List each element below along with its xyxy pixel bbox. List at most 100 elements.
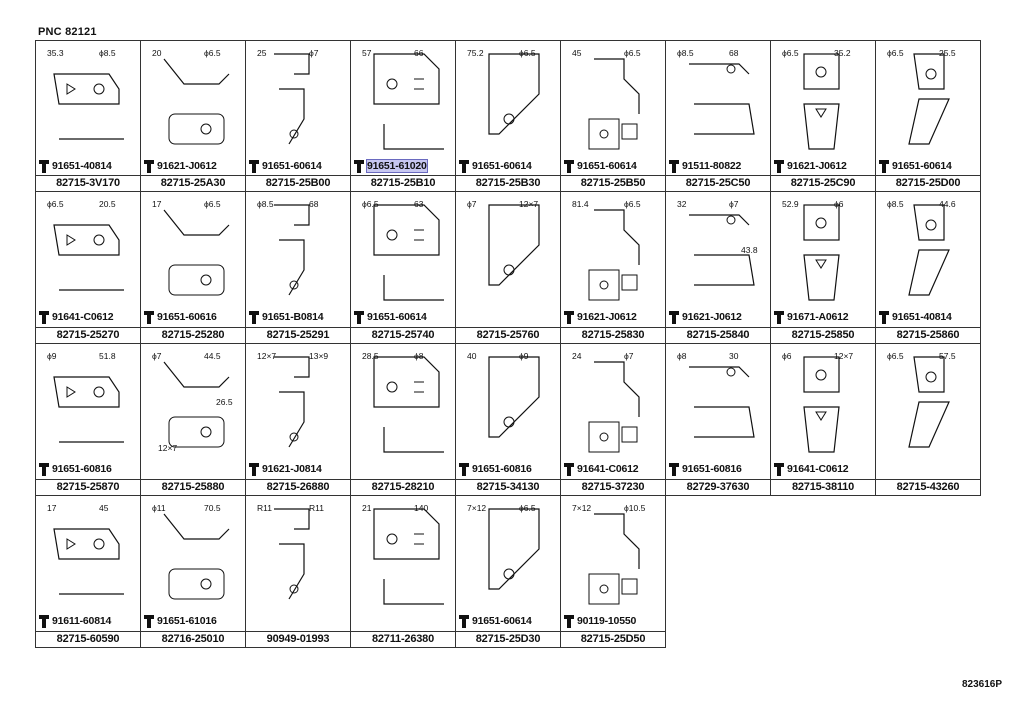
bolt-part-number[interactable]: 91641-C0612: [577, 463, 639, 475]
bolt-part-number[interactable]: 91621-J0612: [682, 311, 742, 323]
part-number[interactable]: 82715-25B30: [456, 175, 560, 191]
bolt-callout[interactable]: 91651-60616: [144, 310, 217, 324]
bolt-callout[interactable]: 91651-60816: [459, 462, 532, 476]
bolt-callout[interactable]: 91651-40814: [39, 159, 112, 173]
bolt-part-number[interactable]: 91651-60614: [577, 160, 637, 172]
bolt-part-number[interactable]: 91511-80822: [682, 160, 742, 172]
bolt-part-number[interactable]: 91651-60816: [52, 463, 112, 475]
bolt-part-number[interactable]: 91611-60814: [52, 615, 112, 627]
bolt-callout[interactable]: 91621-J0612: [144, 159, 217, 173]
part-number[interactable]: 82716-25010: [141, 631, 245, 647]
part-number[interactable]: 82715-25291: [246, 327, 350, 343]
bolt-part-number[interactable]: 91651-40814: [892, 311, 952, 323]
bolt-part-number[interactable]: 91621-J0612: [577, 311, 637, 323]
bolt-callout[interactable]: 91651-60816: [669, 462, 742, 476]
part-number[interactable]: 82729-37630: [666, 479, 770, 495]
part-number[interactable]: 82715-25870: [36, 479, 140, 495]
part-number[interactable]: 90949-01993: [246, 631, 350, 647]
part-number[interactable]: 82715-25B50: [561, 175, 665, 191]
bolt-callout[interactable]: 91641-C0612: [39, 310, 114, 324]
bolt-callout[interactable]: 91641-C0612: [774, 462, 849, 476]
bolt-part-number[interactable]: 91651-60614: [262, 160, 322, 172]
bolt-callout[interactable]: 91651-60614: [459, 614, 532, 628]
part-number[interactable]: 82715-25860: [876, 327, 980, 343]
bolt-part-number[interactable]: 90119-10550: [577, 615, 637, 627]
part-number[interactable]: 82715-25270: [36, 327, 140, 343]
bolt-part-number[interactable]: 91651-60816: [682, 463, 742, 475]
bolt-part-number[interactable]: 91621-J0612: [787, 160, 847, 172]
bolt-part-number[interactable]: 91651-60614: [367, 311, 427, 323]
part-number[interactable]: 82715-25760: [456, 327, 560, 343]
bolt-callout[interactable]: 91651-60816: [39, 462, 112, 476]
bolt-callout[interactable]: 91651-60614: [354, 310, 427, 324]
bolt-part-number[interactable]: 91651-61020: [366, 159, 428, 173]
bolt-part-number[interactable]: 91671-A0612: [787, 311, 849, 323]
part-number[interactable]: 82715-25840: [666, 327, 770, 343]
bolt-part-number[interactable]: 91621-J0814: [262, 463, 322, 475]
bolt-callout[interactable]: 90119-10550: [564, 614, 636, 628]
part-number[interactable]: 82715-25830: [561, 327, 665, 343]
bolt-callout[interactable]: 91511-80822: [669, 159, 741, 173]
part-number[interactable]: 82715-25280: [141, 327, 245, 343]
bolt-callout[interactable]: 91641-C0612: [564, 462, 639, 476]
bolt-callout[interactable]: 91651-60614: [459, 159, 532, 173]
bolt-callout[interactable]: 91651-60614: [564, 159, 637, 173]
bolt-callout[interactable]: 91621-J0612: [564, 310, 637, 324]
part-number[interactable]: 82715-37230: [561, 479, 665, 495]
part-number[interactable]: 82715-28210: [351, 479, 455, 495]
bolt-part-number[interactable]: 91641-C0612: [787, 463, 849, 475]
part-number[interactable]: 82715-25D00: [876, 175, 980, 191]
part-number[interactable]: 82715-25D30: [456, 631, 560, 647]
part-number[interactable]: 82715-25C50: [666, 175, 770, 191]
bolt-callout[interactable]: 91651-60614: [879, 159, 952, 173]
part-number[interactable]: 82715-34130: [456, 479, 560, 495]
bolt-part-number[interactable]: 91651-60614: [472, 160, 532, 172]
bolt-part-number[interactable]: 91641-C0612: [52, 311, 114, 323]
part-number[interactable]: 82715-25880: [141, 479, 245, 495]
part-number[interactable]: 82715-25C90: [771, 175, 875, 191]
bolt-part-number[interactable]: 91651-60616: [157, 311, 217, 323]
part-number[interactable]: 82715-25850: [771, 327, 875, 343]
bolt-part-number[interactable]: 91651-40814: [52, 160, 112, 172]
bolt-callout[interactable]: 91621-J0814: [249, 462, 322, 476]
bolt-part-number[interactable]: 91621-J0612: [157, 160, 217, 172]
bolt-callout[interactable]: 91651-61016: [144, 614, 217, 628]
part-number[interactable]: 82715-43260: [876, 479, 980, 495]
bolt-callout[interactable]: 91651-40814: [879, 310, 952, 324]
bolt-callout[interactable]: 91651-60614: [249, 159, 322, 173]
bolt-callout[interactable]: 91651-B0814: [249, 310, 324, 324]
part-number[interactable]: 82715-26880: [246, 479, 350, 495]
bolt-callout[interactable]: 91621-J0612: [774, 159, 847, 173]
bolt-callout[interactable]: 91671-A0612: [774, 310, 849, 324]
bolt-part-number[interactable]: 91651-60614: [472, 615, 532, 627]
bolt-callout[interactable]: 91651-61020: [354, 159, 428, 173]
part-number[interactable]: 82715-38110: [771, 479, 875, 495]
part-number[interactable]: 82711-26380: [351, 631, 455, 647]
part-number[interactable]: 82715-60590: [36, 631, 140, 647]
bolt-part-number[interactable]: 91651-B0814: [262, 311, 324, 323]
part-number[interactable]: 82715-25B00: [246, 175, 350, 191]
